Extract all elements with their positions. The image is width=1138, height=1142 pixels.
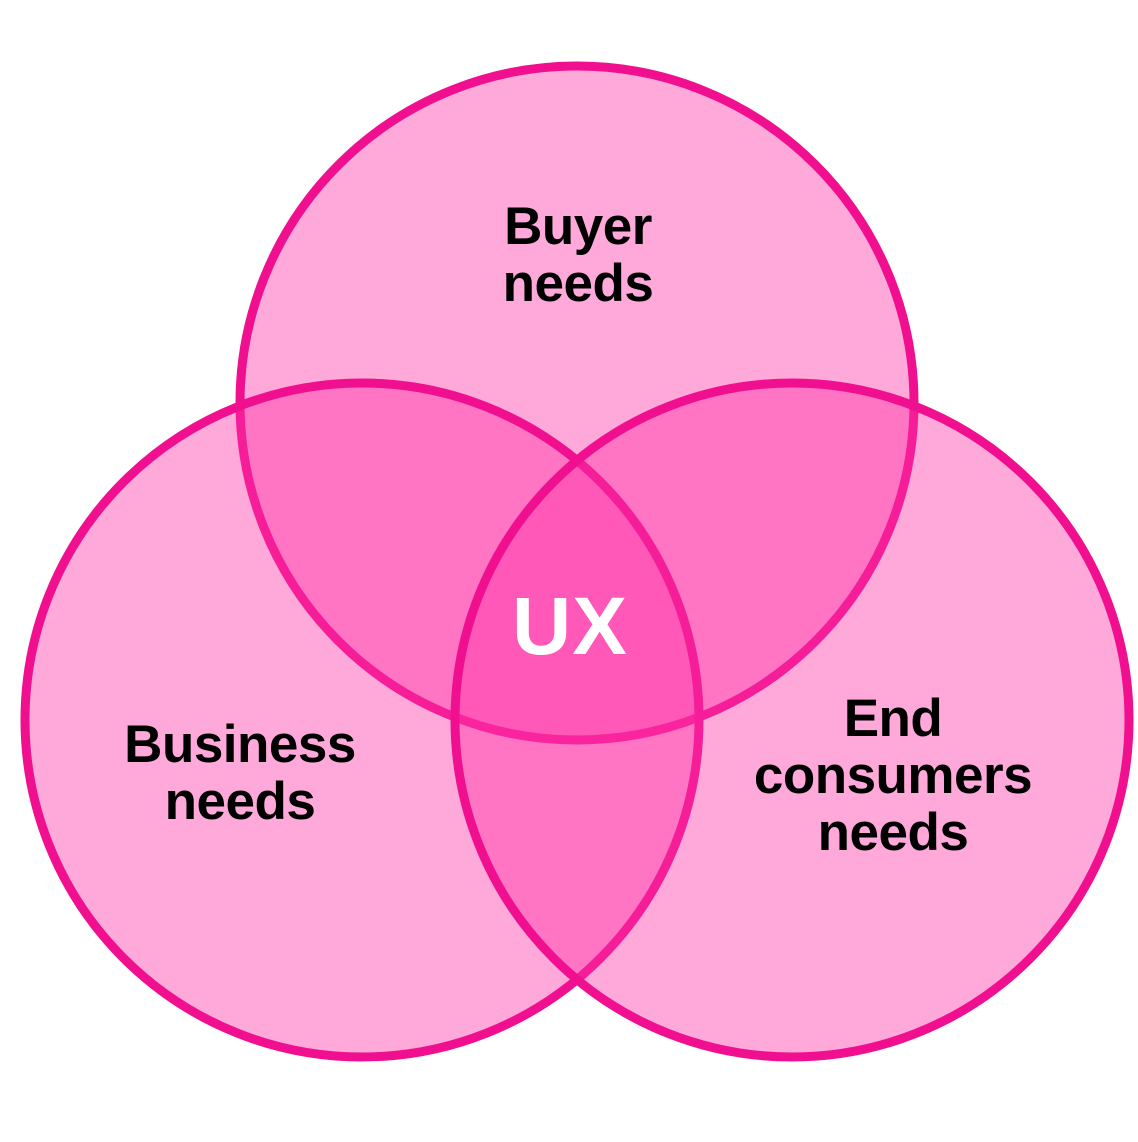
venn-circle-business bbox=[20, 378, 704, 1062]
venn-circle-end-consumers bbox=[450, 378, 1134, 1062]
venn-label-buyer: Buyer needs bbox=[502, 197, 654, 314]
venn-label-business: Business needs bbox=[124, 715, 356, 832]
venn-label-end-consumers: End consumers needs bbox=[753, 689, 1033, 863]
venn-label-center-ux: UX bbox=[512, 581, 628, 672]
